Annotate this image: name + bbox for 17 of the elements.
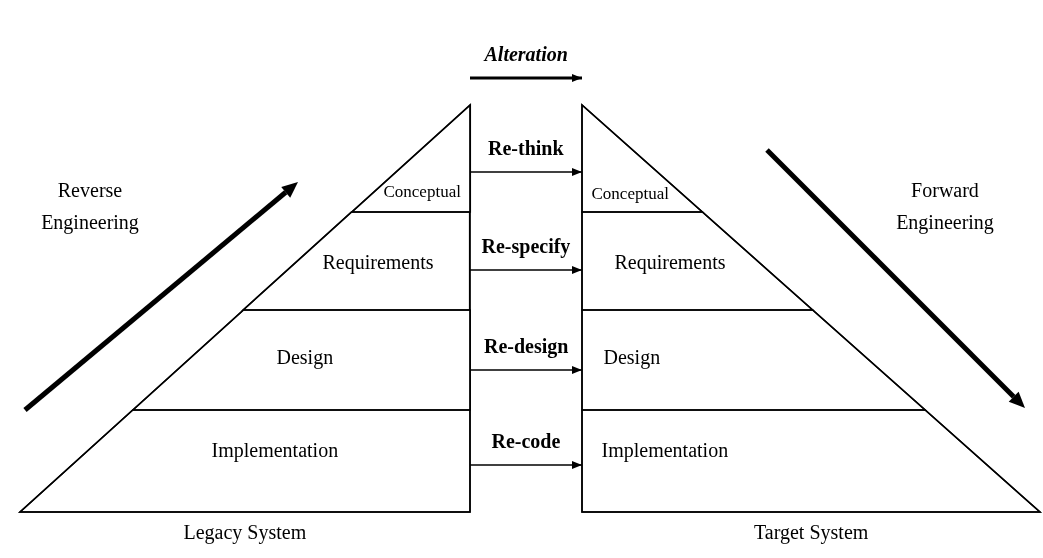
layer-label: Conceptual [591, 184, 669, 204]
layer-label: Design [603, 345, 661, 369]
layer-label: Requirements [614, 250, 726, 274]
arrow [469, 266, 583, 274]
side-label: Reverse Engineering [40, 178, 140, 236]
arrow [470, 74, 582, 82]
pyramid-caption: Legacy System [183, 520, 307, 544]
layer-label: Design [276, 345, 334, 369]
layer-label: Requirements [322, 250, 434, 274]
side-label: Forward Engineering [895, 178, 995, 236]
layer-label: Implementation [601, 438, 729, 462]
arrow [469, 461, 583, 469]
layer-label: Implementation [211, 438, 339, 462]
pyramid-caption: Target System [754, 520, 869, 544]
arrow [469, 366, 583, 374]
layer-label: Conceptual [383, 182, 461, 202]
arrow [469, 168, 583, 176]
